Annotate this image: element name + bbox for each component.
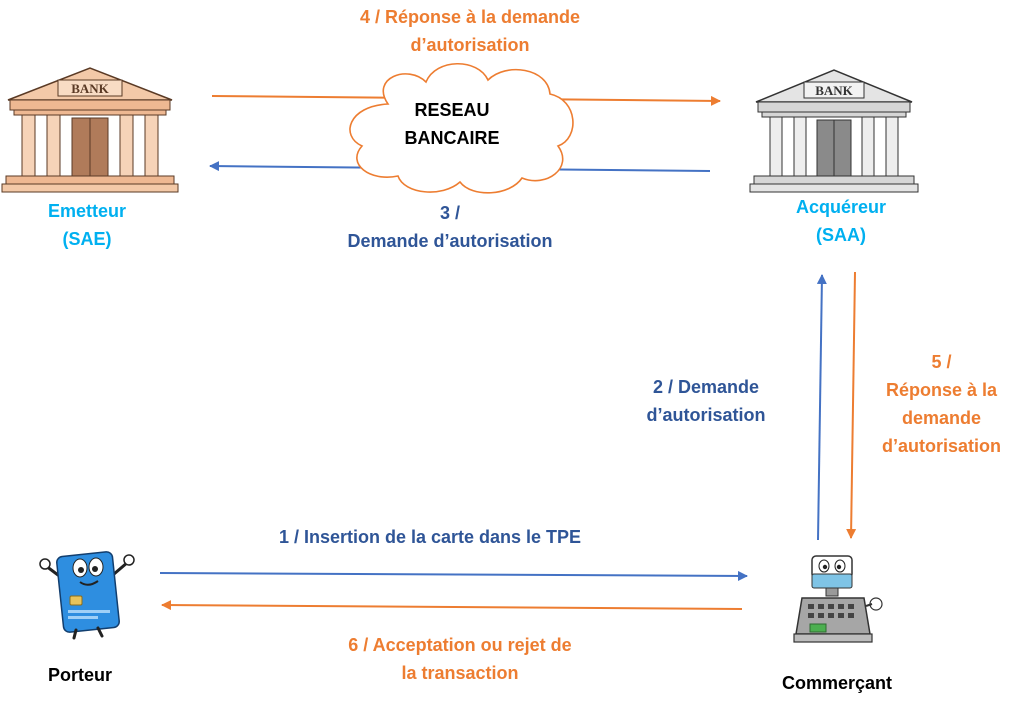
arrow-step-6 xyxy=(161,600,743,611)
bank-acquereur-icon: BANK xyxy=(749,69,919,193)
step-4-label: 4 / Réponse à la demande d’autorisation xyxy=(320,3,620,59)
step-3-label: 3 / Demande d’autorisation xyxy=(300,199,600,255)
step-5-line3: demande xyxy=(901,408,982,428)
bank-sign-acquereur: BANK xyxy=(815,83,853,98)
step-2-line2: d’autorisation xyxy=(646,405,766,425)
network-label-line2: BANCAIRE xyxy=(404,128,500,148)
step-2-label: 2 / Demande d’autorisation xyxy=(626,373,786,429)
step-3-line2: Demande d’autorisation xyxy=(347,231,553,251)
bank-emetteur-icon: BANK xyxy=(1,67,179,193)
step-5-label: 5 / Réponse à la demande d’autorisation xyxy=(870,348,1013,460)
step-1-label: 1 / Insertion de la carte dans le TPE xyxy=(278,527,582,547)
network-label: RESEAU BANCAIRE xyxy=(382,96,522,152)
step-6-line2: la transaction xyxy=(401,663,519,683)
acquereur-label: Acquéreur (SAA) xyxy=(766,193,916,249)
acquereur-code: (SAA) xyxy=(816,225,866,245)
arrow-step-2 xyxy=(816,274,827,541)
network-cloud xyxy=(349,62,574,194)
step-5-line2: Réponse à la xyxy=(885,380,998,400)
arrow-step-1 xyxy=(159,570,748,581)
step-5-line4: d’autorisation xyxy=(881,436,1001,456)
network-label-line1: RESEAU xyxy=(414,100,490,120)
emetteur-name: Emetteur xyxy=(47,201,127,221)
emetteur-code: (SAE) xyxy=(62,229,112,249)
step-6-line1: 6 / Acceptation ou rejet de xyxy=(348,635,572,655)
step-4-line1: 4 / Réponse à la demande xyxy=(359,7,581,27)
cash-register-icon xyxy=(793,555,883,643)
step-4-line2: d’autorisation xyxy=(410,35,530,55)
arrow-step-5 xyxy=(846,271,857,539)
commercant-label: Commerçant xyxy=(781,673,893,693)
step-6-label: 6 / Acceptation ou rejet de la transacti… xyxy=(310,631,610,687)
step-5-line1: 5 / xyxy=(931,352,952,372)
acquereur-name: Acquéreur xyxy=(795,197,887,217)
bank-sign-emetteur: BANK xyxy=(71,81,109,96)
porteur-label: Porteur xyxy=(47,665,112,685)
step-3-line1: 3 / xyxy=(439,203,460,223)
card-character-icon xyxy=(39,551,135,640)
step-2-line1: 2 / Demande xyxy=(652,377,760,397)
emetteur-label: Emetteur (SAE) xyxy=(12,197,162,253)
